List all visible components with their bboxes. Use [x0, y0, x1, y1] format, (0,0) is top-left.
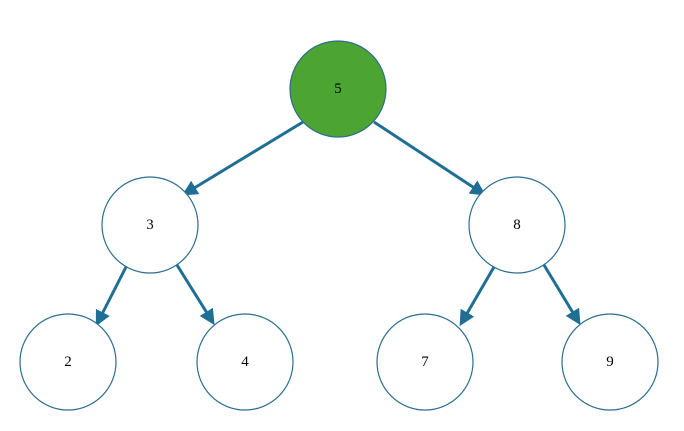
edge-left-to-leaf-2	[95, 266, 128, 327]
tree-node-leaf-7[interactable]: 7	[376, 313, 474, 411]
node-shape-leaf-4[interactable]	[196, 313, 294, 411]
edge-root-to-right	[373, 120, 487, 196]
node-shape-root[interactable]	[289, 40, 387, 138]
edge-right-to-leaf-9	[542, 264, 581, 326]
tree-node-right[interactable]: 8	[468, 176, 566, 274]
node-label-leaf-4: 4	[241, 354, 249, 370]
node-group: 5 3 8 2 4 7 9	[19, 40, 659, 411]
tree-node-left[interactable]: 3	[101, 176, 199, 274]
edge-right-to-leaf-7	[459, 266, 496, 327]
edge-left-to-leaf-4	[175, 264, 215, 326]
node-label-root: 5	[334, 81, 342, 97]
edge-group	[95, 120, 581, 327]
node-shape-leaf-9[interactable]	[561, 313, 659, 411]
tree-node-leaf-2[interactable]: 2	[19, 313, 117, 411]
node-label-left: 3	[146, 217, 154, 233]
node-label-right: 8	[513, 217, 521, 233]
node-label-leaf-9: 9	[606, 354, 614, 370]
tree-node-leaf-4[interactable]: 4	[196, 313, 294, 411]
node-shape-leaf-2[interactable]	[19, 313, 117, 411]
node-shape-left[interactable]	[101, 176, 199, 274]
tree-node-root[interactable]: 5	[289, 40, 387, 138]
node-label-leaf-2: 2	[64, 354, 72, 370]
node-shape-right[interactable]	[468, 176, 566, 274]
node-label-leaf-7: 7	[421, 354, 429, 370]
tree-node-leaf-9[interactable]: 9	[561, 313, 659, 411]
node-shape-leaf-7[interactable]	[376, 313, 474, 411]
edge-root-to-left	[181, 120, 304, 196]
